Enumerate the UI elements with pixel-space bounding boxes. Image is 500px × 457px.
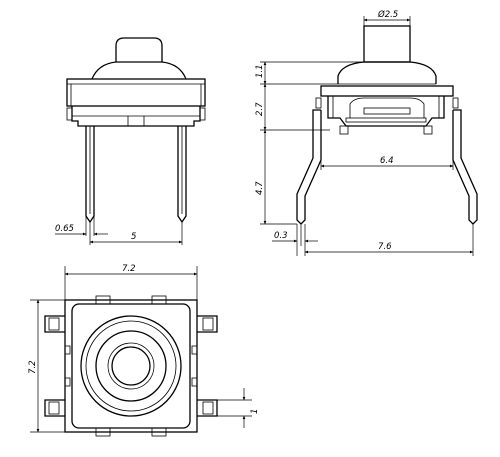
- top-plunger: [111, 346, 151, 386]
- body-height-dimension: 2.7: [255, 102, 265, 116]
- side-dimensions: Ø2.5 1.1 2.7 4.7 6.4 0.3 7.6: [255, 9, 474, 256]
- side-body-top: [320, 85, 454, 97]
- top-terminal-left-top: [44, 315, 65, 333]
- side-view: [296, 25, 478, 225]
- side-lead-right: [452, 109, 478, 225]
- top-terminal-left-bottom: [44, 399, 65, 417]
- side-plunger: [363, 25, 411, 63]
- front-body: [66, 78, 206, 107]
- top-body-outer: [64, 299, 198, 433]
- front-dimensions: 0.65 5: [55, 216, 183, 245]
- pin-width-dimension: 0.65: [55, 224, 74, 234]
- top-terminal-right-top: [197, 315, 218, 333]
- pin-pitch-dimension: 5: [131, 232, 136, 242]
- front-cap: [91, 61, 187, 80]
- side-body: [327, 96, 445, 127]
- top-cap-ring: [95, 330, 167, 402]
- top-body-inner: [71, 303, 191, 429]
- body-height-dimension-top: 7.2: [28, 360, 38, 374]
- side-inner-dome: [349, 97, 425, 118]
- inner-span-dimension: 6.4: [380, 156, 394, 166]
- top-cap-outer-ring: [80, 315, 182, 417]
- front-view: [66, 37, 206, 224]
- lead-thickness-dimension: 0.3: [274, 231, 288, 241]
- body-width-dimension: 7.2: [122, 264, 136, 274]
- side-lead-left: [296, 109, 322, 225]
- tab-width-dimension: 1: [250, 409, 260, 414]
- top-terminal-right-bottom: [197, 399, 218, 417]
- plunger-diameter-dimension: Ø2.5: [377, 9, 398, 20]
- top-view: [44, 295, 218, 437]
- front-plunger: [115, 37, 163, 62]
- front-base: [71, 106, 201, 127]
- cap-height-dimension: 1.1: [255, 64, 265, 78]
- total-span-dimension: 7.6: [378, 242, 392, 252]
- lead-length-dimension: 4.7: [255, 181, 265, 195]
- top-dimensions: 7.2 7.2 1: [28, 264, 260, 433]
- side-cap: [337, 61, 437, 84]
